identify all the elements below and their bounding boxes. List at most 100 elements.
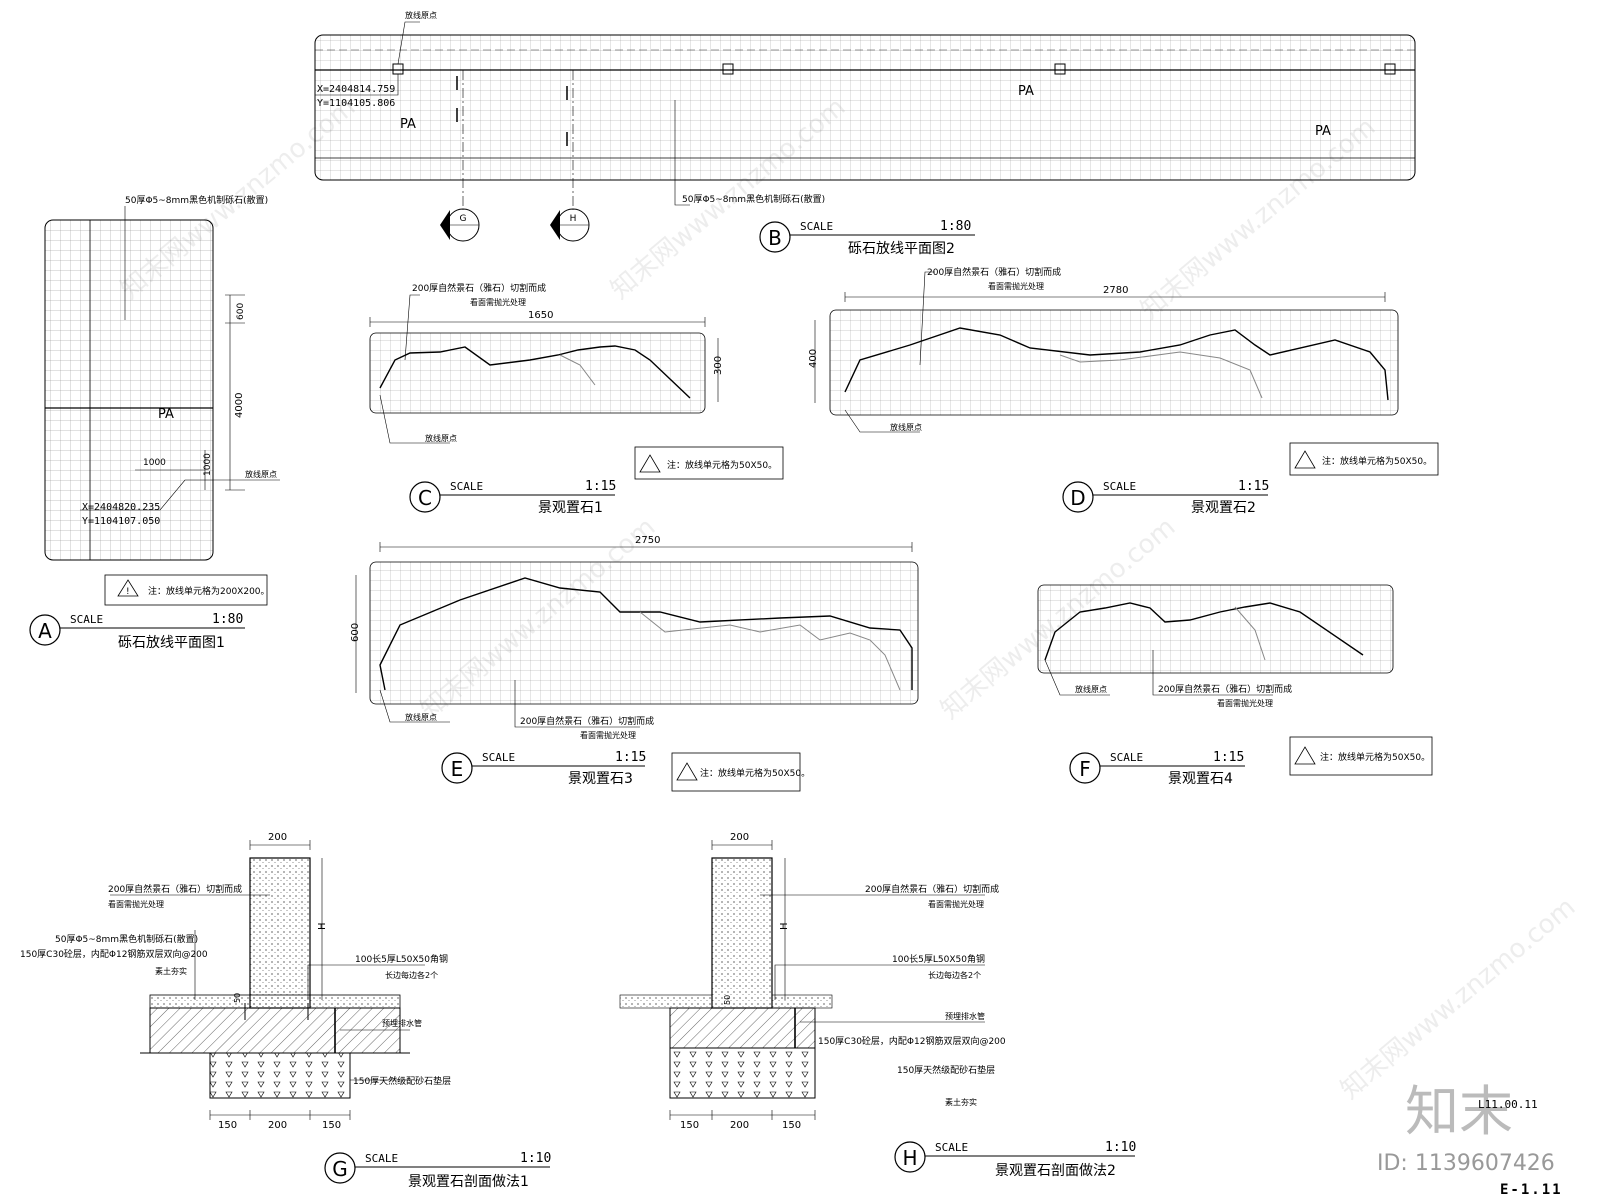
layer-label: 100长5厚L50X50角钢	[355, 953, 448, 965]
finish-label: 看面需抛光处理	[1217, 698, 1273, 708]
grid-marker	[1384, 63, 1396, 75]
layer-label: 200厚自然景石（雅石）切割而成	[108, 883, 242, 895]
scale-label: SCALE	[450, 480, 483, 493]
layer-label: 预埋排水管	[945, 1011, 985, 1021]
note-box	[671, 752, 801, 792]
scale-label: SCALE	[365, 1152, 398, 1165]
soil-layer	[771, 994, 833, 1009]
dim-1000-h: 1000	[143, 458, 166, 468]
gravel-label: 50厚Φ5~8mm黑色机制砾石(散置)	[682, 193, 825, 205]
dim-height: 600	[350, 623, 361, 642]
origin-label: 放线原点	[425, 433, 457, 443]
warning-icon: !	[126, 587, 130, 597]
dim-b3: 150	[322, 1120, 341, 1131]
scale-label: SCALE	[482, 751, 515, 764]
note-box	[104, 574, 268, 606]
view-letter-circle	[409, 481, 441, 513]
stone-grid	[369, 332, 706, 414]
view-c-stone: 1650 300 200厚自然景石（雅石）切割而成 看面需抛光处理 放线原点 注…	[369, 282, 784, 516]
origin-label: 放线原点	[405, 712, 437, 722]
view-letter-circle	[29, 614, 61, 646]
stone-label: 200厚自然景石（雅石）切割而成	[927, 266, 1061, 278]
stone-outline	[844, 327, 1389, 401]
scale-label: SCALE	[800, 220, 833, 233]
dim-h: H	[779, 922, 790, 930]
warning-icon	[1294, 746, 1316, 765]
dim-width: 2750	[635, 535, 660, 546]
scale-value: 1:15	[1213, 750, 1244, 765]
dim-600: 600	[236, 303, 246, 320]
coord-x: X=2404814.759	[317, 84, 395, 95]
view-g-section: 200 H 50 150 200 150 200厚自然景石（雅石）切割而成 看面…	[20, 832, 551, 1190]
zone-label: PA	[1018, 84, 1034, 99]
view-h-section: 200 H 50 150 200 150 200厚自然景石（雅石）切割而成 看面…	[619, 832, 1136, 1179]
layer-label: 预埋排水管	[382, 1018, 422, 1028]
view-letter: C	[418, 486, 432, 510]
layer-label: 看面需抛光处理	[108, 899, 164, 909]
brand-logo: 知末	[1405, 1080, 1513, 1143]
coord-x: X=2404820.235	[82, 502, 160, 513]
dim-top: 200	[268, 832, 287, 843]
view-letter: D	[1070, 486, 1085, 510]
view-title: 砾石放线平面图2	[848, 241, 955, 257]
view-letter: F	[1079, 757, 1091, 781]
view-f-stone: 放线原点 200厚自然景石（雅石）切割而成 看面需抛光处理 注：放线单元格为50…	[1037, 584, 1433, 787]
watermark-text: 知末网www.znzmo.com	[1335, 892, 1581, 1105]
scale-value: 1:15	[585, 479, 616, 494]
scale-value: 1:15	[1238, 479, 1269, 494]
view-title: 景观置石4	[1168, 771, 1233, 787]
finish-label: 看面需抛光处理	[580, 730, 636, 740]
section-marker-g: G	[440, 208, 480, 242]
dim-b3: 150	[782, 1120, 801, 1131]
plan-b-grid	[314, 34, 1416, 181]
view-e-stone: 2750 600 放线原点 200厚自然景石（雅石）切割而成 看面需抛光处理 注…	[350, 535, 919, 792]
origin-label: 放线原点	[245, 469, 277, 479]
layer-label: 长边每边各2个	[385, 970, 438, 980]
section-marker-h: H	[550, 208, 590, 242]
origin-label: 放线原点	[1075, 684, 1107, 694]
soil-layer	[619, 994, 713, 1009]
view-title: 景观置石剖面做法2	[995, 1163, 1116, 1179]
view-letter-circle	[1062, 481, 1094, 513]
scale-label: SCALE	[1110, 751, 1143, 764]
stone-section	[249, 857, 311, 1009]
note-text: 注：放线单元格为50X50。	[700, 767, 810, 779]
dim-1000-v: 1000	[203, 453, 213, 476]
warning-icon	[1294, 450, 1316, 469]
dim-height: 300	[713, 356, 724, 375]
layer-label: 150厚天然级配砂石垫层	[897, 1064, 995, 1076]
view-letter: G	[332, 1157, 348, 1181]
view-letter-circle	[894, 1141, 926, 1173]
coord-y: Y=1104105.806	[317, 98, 395, 109]
layer-label: 看面需抛光处理	[928, 899, 984, 909]
scale-value: 1:10	[1105, 1140, 1136, 1155]
stone-outline	[379, 345, 691, 399]
view-letter-circle	[759, 221, 791, 253]
view-letter: H	[902, 1146, 917, 1170]
gravel-layer	[149, 994, 401, 1009]
stone-label: 200厚自然景石（雅石）切割而成	[1158, 683, 1292, 695]
layer-label: 素土夯实	[155, 966, 187, 976]
view-letter-circle	[1069, 752, 1101, 784]
origin-label: 放线原点	[405, 10, 437, 20]
view-b-plan: 放线原点 X=2404814.759 Y=1104105.806 PA PA P…	[314, 10, 1416, 257]
sheet-number: E-1.11	[1500, 1182, 1563, 1198]
warning-icon	[117, 579, 139, 597]
concrete-layer	[149, 1007, 401, 1054]
scale-value: 1:15	[615, 750, 646, 765]
layer-label: 150厚C30砼层，内配Φ12钢筋双层双向@200	[818, 1035, 1006, 1047]
warning-icon	[639, 454, 661, 473]
zone-label: PA	[158, 407, 174, 422]
stone-grid	[1037, 584, 1394, 674]
svg-text:H: H	[570, 214, 577, 224]
view-letter-circle	[441, 752, 473, 784]
sheet-code: L11.00.11	[1478, 1098, 1538, 1111]
note-text: 注：放线单元格为50X50。	[1322, 455, 1432, 467]
stone-section	[711, 857, 773, 1009]
dim-b2: 200	[268, 1120, 287, 1131]
scale-value: 1:10	[520, 1151, 551, 1166]
layer-label: 50厚Φ5~8mm黑色机制砾石(散置)	[55, 933, 198, 945]
concrete-layer	[669, 1007, 816, 1049]
layer-label: 素土夯实	[945, 1097, 977, 1107]
note-box	[1289, 736, 1433, 776]
